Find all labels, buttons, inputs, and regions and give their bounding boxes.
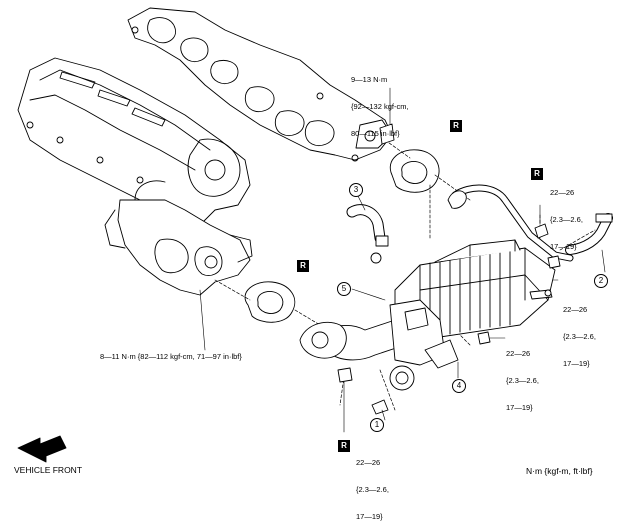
torque-label-top-bolts: 9—13 N·m {92—132 kgf-cm, 80—115 in·lbf} [351,57,409,147]
replace-marker-gasket-left: R [297,260,309,272]
callout-1: 1 [370,418,384,432]
torque-line: 9—13 N·m [351,75,388,84]
vehicle-front-arrow-icon [17,435,67,463]
torque-line: {92—132 kgf-cm, [351,102,409,111]
exhaust-manifold [127,7,393,162]
torque-line: 22—26 [550,188,575,197]
torque-line: 22—26 [563,305,588,314]
egr-pipe-upper [447,184,574,262]
torque-label-bottom-nut: 22—26 {2.3—2.6, 17—19} [356,440,389,530]
gasket-intake [244,281,296,323]
torque-line: 22—26 [356,458,381,467]
gasket-exhaust [389,149,440,193]
torque-line: 80—115 in·lbf} [351,129,400,138]
egr-pipe-front [299,299,459,391]
fasteners [337,123,561,383]
intake-manifold [17,57,253,296]
clip-1 [371,399,389,415]
torque-label-center-nut: 22—26 {2.3—2.6, 17—19} [506,331,539,421]
callout-4: 4 [452,379,466,393]
vehicle-front-label: VEHICLE FRONT [14,465,83,475]
replace-marker-nut-right: R [531,168,543,180]
torque-label-right-mid: 22—26 {2.3—2.6, 17—19} [563,287,596,377]
torque-label-left-nuts: 8—11 N·m {82—112 kgf-cm, 71—97 in·lbf} [100,352,242,361]
torque-line: 17—19} [563,359,590,368]
torque-line: 17—19} [506,403,533,412]
replace-marker-nut-bottom: R [338,440,350,452]
torque-line: {2.3—2.6, [356,485,389,494]
callout-3: 3 [349,183,363,197]
torque-line: 22—26 [506,349,531,358]
callout-2: 2 [594,274,608,288]
torque-line: {2.3—2.6, [506,376,539,385]
torque-label-right-upper: 22—26 {2.3—2.6, 17—19} [550,170,583,260]
egr-cooler-exploded-diagram [17,7,613,463]
torque-line: 17—19} [550,242,577,251]
torque-line: {2.3—2.6, [550,215,583,224]
replace-marker-gasket-upper: R [450,120,462,132]
water-hose-3 [346,204,389,264]
torque-line: 17—19} [356,512,383,521]
callout-5: 5 [337,282,351,296]
torque-line: {2.3—2.6, [563,332,596,341]
units-legend: N·m {kgf-m, ft·lbf} [526,466,593,476]
